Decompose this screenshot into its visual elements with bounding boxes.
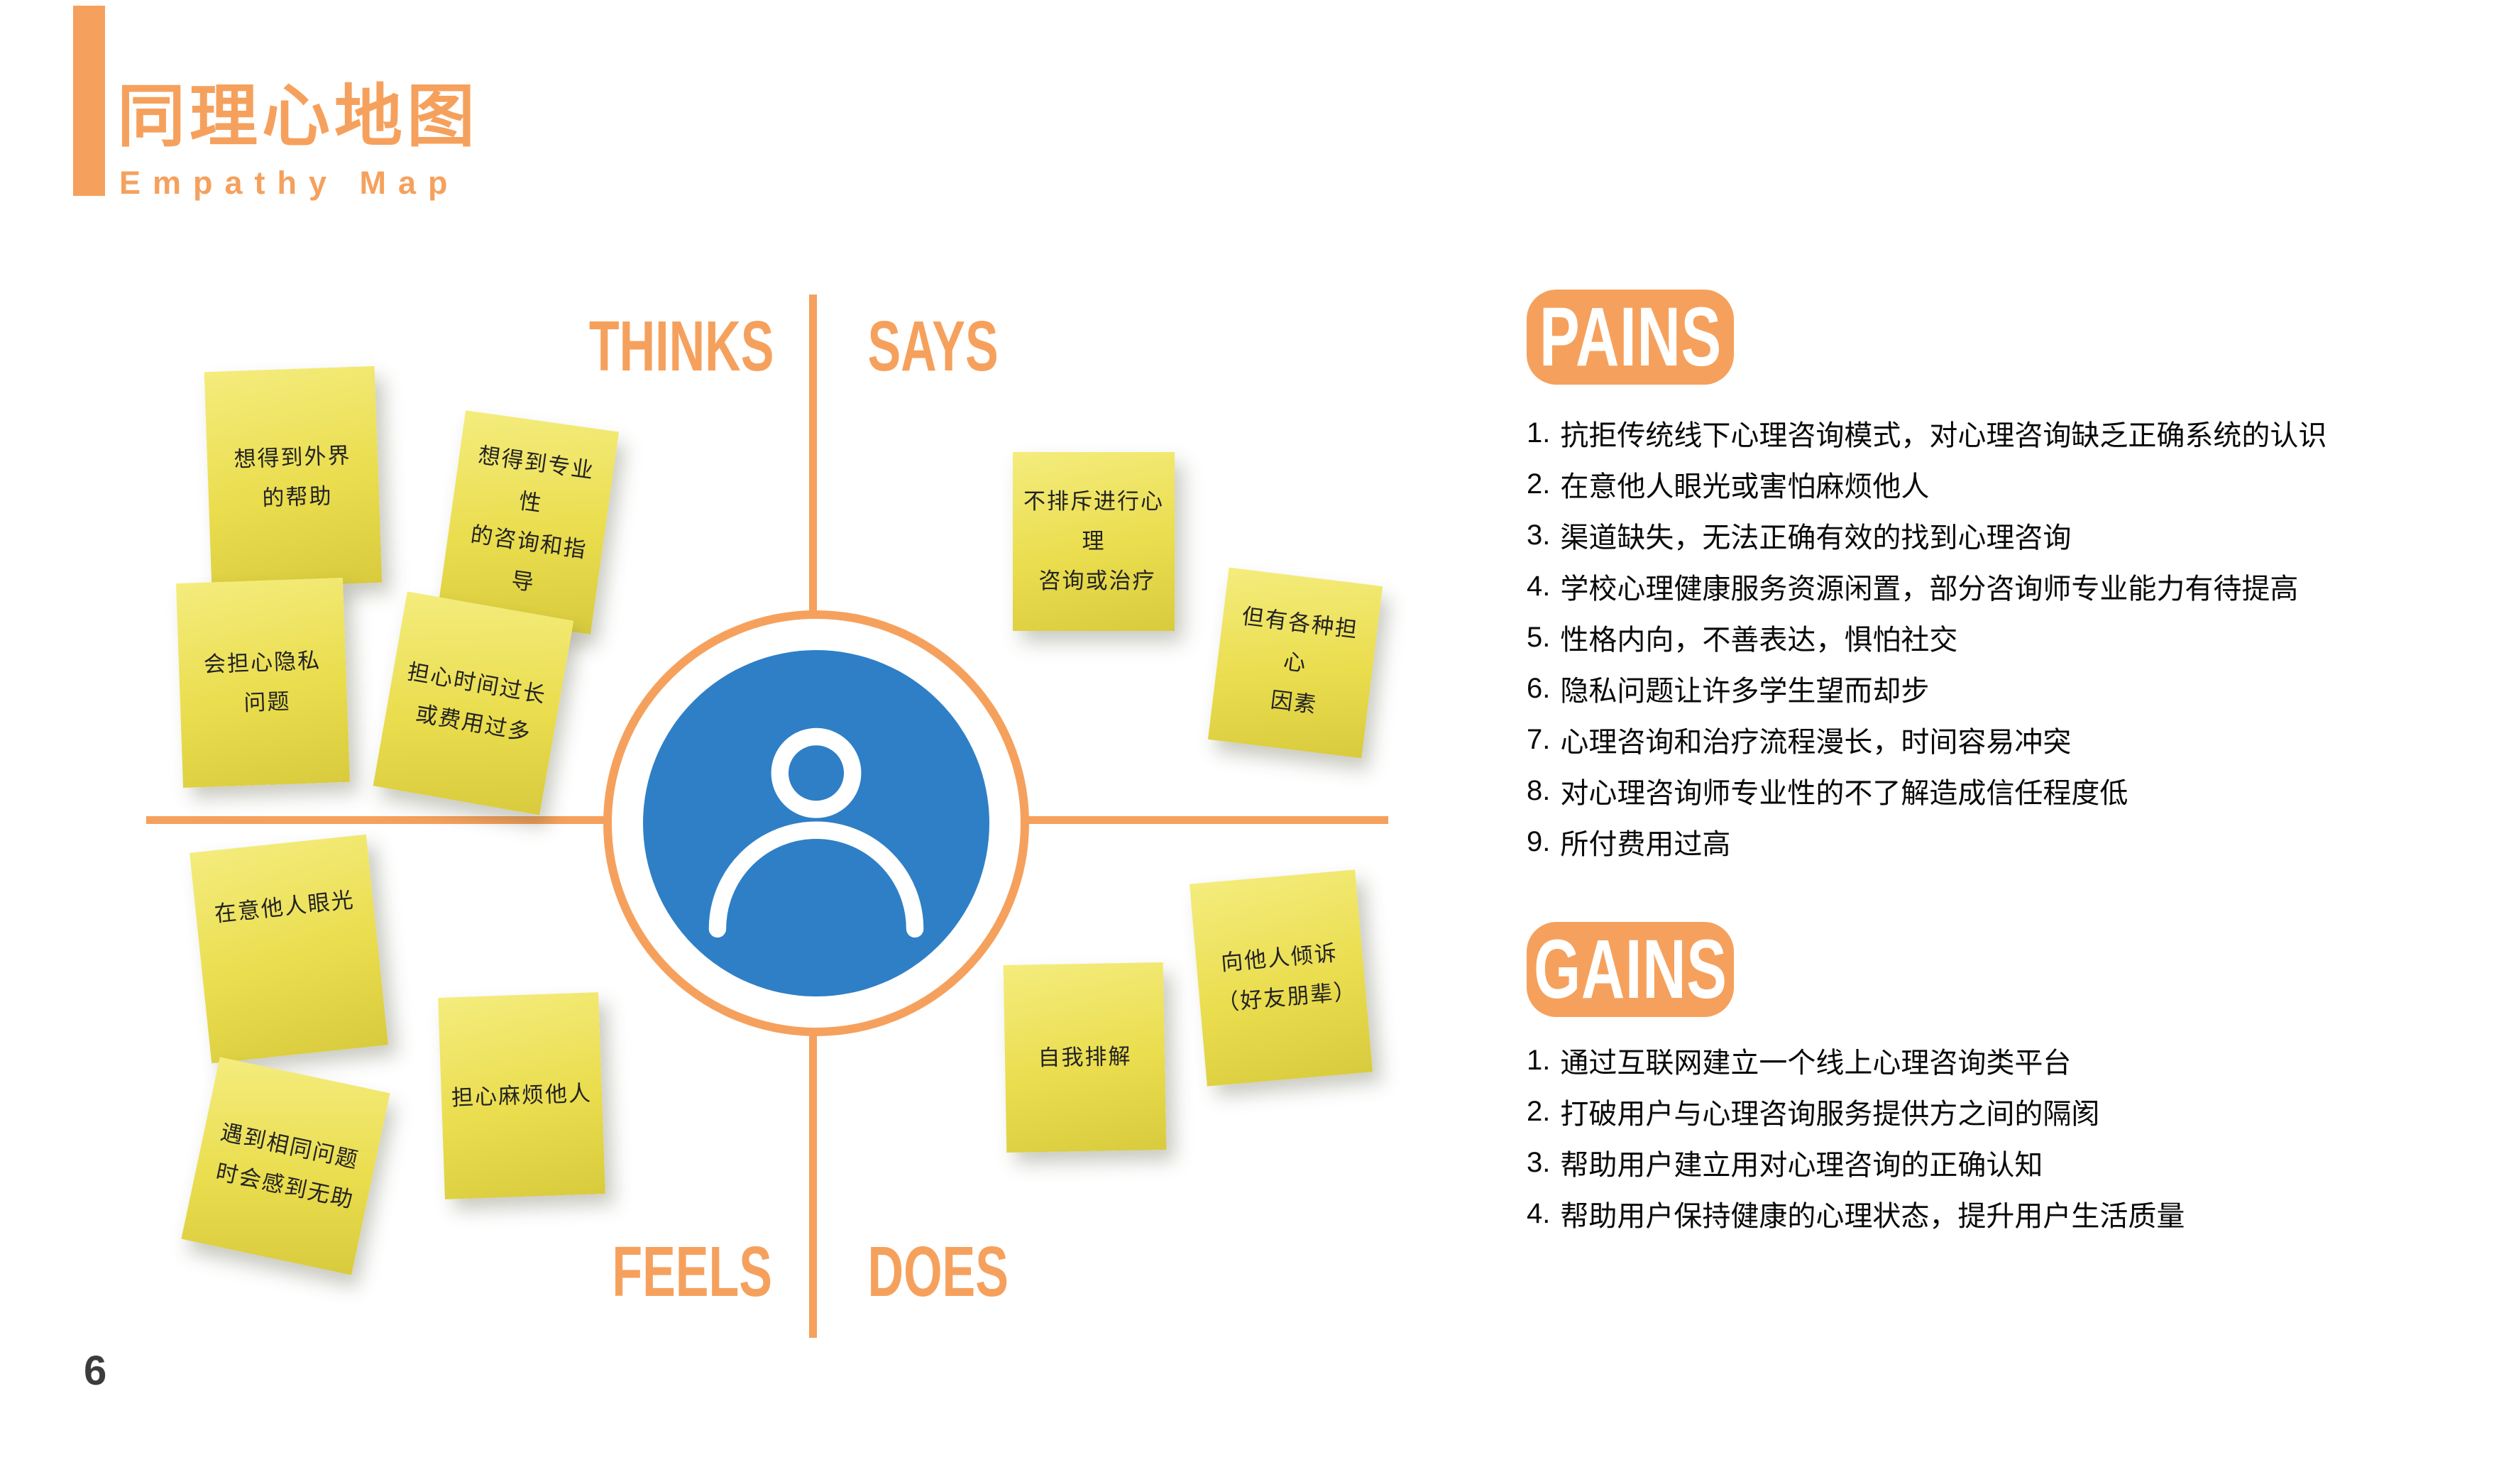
item-number: 2. bbox=[1527, 1095, 1551, 1127]
gain-item: 3. 帮助用户建立用对心理咨询的正确认知 bbox=[1527, 1137, 2499, 1188]
gain-item: 1. 通过互联网建立一个线上心理咨询类平台 bbox=[1527, 1035, 2499, 1086]
item-text: 渠道缺失，无法正确有效的找到心理咨询 bbox=[1560, 522, 2072, 554]
pain-item: 9. 所付费用过高 bbox=[1527, 816, 2499, 867]
note-text: 不排斥进行心理 bbox=[1023, 489, 1164, 554]
item-number: 1. bbox=[1527, 417, 1551, 449]
item-number: 3. bbox=[1527, 519, 1551, 551]
sticky-note-thinks-2: 想得到专业性 的咨询和指导 bbox=[437, 410, 619, 634]
pain-item: 6. 隐私问题让许多学生望而却步 bbox=[1527, 663, 2499, 714]
item-text: 隐私问题让许多学生望而却步 bbox=[1560, 676, 1930, 707]
quadrant-label-does: DOES bbox=[867, 1232, 1009, 1312]
item-text: 心理咨询和治疗流程漫长，时间容易冲突 bbox=[1560, 727, 2072, 758]
pain-item: 2. 在意他人眼光或害怕麻烦他人 bbox=[1527, 458, 2499, 510]
item-number: 1. bbox=[1527, 1044, 1551, 1076]
item-number: 8. bbox=[1527, 774, 1551, 806]
gain-item: 2. 打破用户与心理咨询服务提供方之间的隔阂 bbox=[1527, 1086, 2499, 1137]
sticky-note-thinks-3: 会担心隐私 问题 bbox=[176, 577, 350, 788]
item-text: 帮助用户保持健康的心理状态，提升用户生活质量 bbox=[1560, 1201, 2185, 1232]
item-text: 学校心理健康服务资源闲置，部分咨询师专业能力有待提高 bbox=[1560, 573, 2299, 605]
pain-item: 4. 学校心理健康服务资源闲置，部分咨询师专业能力有待提高 bbox=[1527, 561, 2499, 612]
item-text: 对心理咨询师专业性的不了解造成信任程度低 bbox=[1560, 778, 2128, 809]
pain-item: 8. 对心理咨询师专业性的不了解造成信任程度低 bbox=[1527, 765, 2499, 816]
pains-list: 1. 抗拒传统线下心理咨询模式，对心理咨询缺乏正确系统的认识 2. 在意他人眼光或害怕… bbox=[1527, 407, 2499, 867]
sticky-note-says-2: 但有各种担心 因素 bbox=[1207, 567, 1383, 759]
item-text: 打破用户与心理咨询服务提供方之间的隔阂 bbox=[1560, 1099, 2100, 1130]
pain-item: 3. 渠道缺失，无法正确有效的找到心理咨询 bbox=[1527, 510, 2499, 561]
item-text: 抗拒传统线下心理咨询模式，对心理咨询缺乏正确系统的认识 bbox=[1560, 420, 2327, 451]
pain-item: 5. 性格内向，不善表达，惧怕社交 bbox=[1527, 612, 2499, 663]
note-text: 担心麻烦他人 bbox=[451, 1080, 593, 1111]
user-icon bbox=[708, 727, 924, 938]
gains-badge: GAINS bbox=[1527, 922, 1734, 1017]
sticky-note-does-1: 自我排解 bbox=[1003, 962, 1167, 1153]
item-text: 性格内向，不善表达，惧怕社交 bbox=[1560, 625, 1958, 656]
sticky-note-feels-1: 在意他人眼光 bbox=[189, 834, 388, 1064]
item-number: 9. bbox=[1527, 825, 1551, 857]
pains-badge: PAINS bbox=[1527, 290, 1734, 385]
quadrant-label-says: SAYS bbox=[867, 307, 999, 386]
sticky-note-feels-3: 担心麻烦他人 bbox=[438, 992, 605, 1199]
persona-avatar bbox=[643, 650, 989, 996]
gains-list: 1. 通过互联网建立一个线上心理咨询类平台 2. 打破用户与心理咨询服务提供方之间的隔… bbox=[1527, 1035, 2499, 1239]
item-number: 6. bbox=[1527, 672, 1551, 704]
item-number: 4. bbox=[1527, 570, 1551, 602]
note-text: 的帮助 bbox=[261, 483, 334, 511]
page-subtitle: Empathy Map bbox=[119, 165, 460, 201]
item-text: 所付费用过高 bbox=[1560, 829, 1731, 860]
sticky-note-thinks-1: 想得到外界 的帮助 bbox=[204, 365, 383, 589]
item-number: 2. bbox=[1527, 468, 1551, 500]
accent-bar bbox=[73, 6, 105, 196]
sticky-note-says-1: 不排斥进行心理 咨询或治疗 bbox=[1013, 452, 1175, 631]
persona-avatar-ring bbox=[603, 610, 1029, 1036]
page-number: 6 bbox=[84, 1348, 107, 1394]
item-text: 通过互联网建立一个线上心理咨询类平台 bbox=[1560, 1048, 2072, 1079]
item-number: 4. bbox=[1527, 1197, 1551, 1229]
note-text: 会担心隐私 bbox=[203, 648, 322, 678]
note-text: 想得到外界 bbox=[233, 442, 352, 472]
note-text: 咨询或治疗 bbox=[1038, 568, 1156, 593]
item-number: 5. bbox=[1527, 621, 1551, 653]
pain-item: 7. 心理咨询和治疗流程漫长，时间容易冲突 bbox=[1527, 714, 2499, 765]
quadrant-label-feels: FEELS bbox=[612, 1232, 772, 1312]
page-title: 同理心地图 bbox=[117, 79, 479, 155]
item-text: 帮助用户建立用对心理咨询的正确认知 bbox=[1560, 1150, 2043, 1181]
item-number: 7. bbox=[1527, 723, 1551, 755]
sticky-note-thinks-4: 担心时间过长 或费用过多 bbox=[373, 591, 574, 815]
note-text: 问题 bbox=[243, 688, 292, 715]
quadrant-label-thinks: THINKS bbox=[588, 307, 774, 386]
pain-item: 1. 抗拒传统线下心理咨询模式，对心理咨询缺乏正确系统的认识 bbox=[1527, 407, 2499, 458]
item-number: 3. bbox=[1527, 1146, 1551, 1178]
gain-item: 4. 帮助用户保持健康的心理状态，提升用户生活质量 bbox=[1527, 1188, 2499, 1239]
note-text: 在意他人眼光 bbox=[213, 887, 356, 927]
sticky-note-feels-2: 遇到相同问题 时会感到无助 bbox=[181, 1057, 390, 1275]
note-text: 自我排解 bbox=[1038, 1043, 1132, 1071]
item-text: 在意他人眼光或害怕麻烦他人 bbox=[1560, 471, 1930, 502]
sticky-note-does-2: 向他人倾诉 （好友朋辈） bbox=[1189, 869, 1373, 1087]
